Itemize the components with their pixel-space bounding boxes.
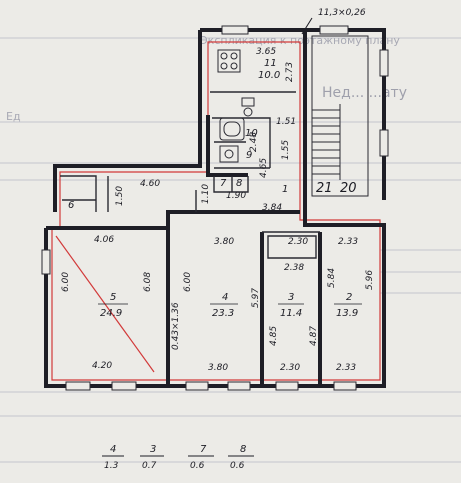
room-3-dim-lower-right: 4.87: [309, 326, 319, 346]
room-1-dim-length: 4.65: [259, 158, 269, 178]
room-1-dim-small: 1.10: [201, 184, 211, 204]
room-4-number: 4: [222, 292, 228, 303]
room-6-dim-width: 1.50: [115, 186, 125, 206]
room-11-dim-width: 3.65: [256, 47, 276, 57]
room-3-dim-lower-left: 4.85: [269, 326, 279, 346]
room-2-dim-bottom: 2.33: [336, 363, 356, 373]
room-3-dim-top: 2.30: [288, 237, 308, 247]
room-5-dim-bottom: 4.20: [92, 361, 112, 371]
room-20-number: 20: [340, 181, 357, 196]
background-form-heading: Нед... ...ату: [322, 85, 407, 101]
room-4-dim-left: 6.00: [183, 272, 193, 292]
toilet-icon: [241, 97, 255, 117]
partitions: [60, 91, 320, 259]
legend-7-area: 0.6: [190, 461, 205, 471]
room-2-number: 2: [346, 292, 352, 303]
room-3-dim-bottom: 2.30: [280, 363, 300, 373]
legend-8-room: 8: [240, 444, 246, 455]
room-4-dim-top: 3.80: [214, 237, 234, 247]
room-4-area: 23.3: [212, 308, 234, 319]
room-5-dim-top: 4.06: [94, 235, 114, 245]
windows: [41, 25, 389, 391]
room-5-dim-left: 6.00: [61, 272, 71, 292]
header-stamp: 11,3×0,26: [318, 8, 366, 18]
room-1-number: 1: [282, 184, 288, 195]
room-10-dim-b: 2.48: [249, 132, 259, 152]
room-21-number: 21: [316, 181, 333, 196]
room-11-dim-depth: 2.73: [285, 62, 295, 82]
room-2-dim-left: 5.84: [327, 268, 337, 288]
room-2-dim-top: 2.33: [338, 237, 358, 247]
room-11-number: 11: [264, 58, 277, 69]
legend-8-area: 0.6: [230, 461, 245, 471]
room-6-dim-length: 4.60: [140, 179, 160, 189]
room-2-area: 13.9: [336, 308, 358, 319]
bathtub-icon: [219, 117, 245, 141]
legend-3-area: 0.7: [142, 461, 157, 471]
legend-4-room: 4: [110, 444, 116, 455]
stove-icon: [217, 49, 241, 73]
room-5-area: 24.9: [100, 308, 122, 319]
legend-3-room: 3: [150, 444, 156, 455]
room-3-number: 3: [288, 292, 294, 303]
room-7-number: 7: [220, 178, 227, 189]
background-form-label: Ед: [6, 110, 21, 123]
sink-icon: [219, 145, 239, 163]
apartment-boundary: [51, 41, 381, 381]
stairwell: [311, 35, 369, 197]
background-form-title: Экспликация к поэтажному плану: [200, 34, 400, 47]
room-5-dim-right: 6.08: [143, 272, 153, 292]
room-4-dim-bottom: 3.80: [208, 363, 228, 373]
room-11-area: 10.0: [258, 70, 280, 81]
room-6-number: 6: [68, 200, 74, 211]
legend-4-area: 1.3: [104, 461, 119, 471]
room-3-area: 11.4: [280, 308, 302, 319]
room-1-dim-width: 3.84: [262, 203, 282, 213]
room-3-dim-inner: 2.38: [284, 263, 304, 273]
auxiliary-areas-legend: 4 1.3 3 0.7 7 0.6 8 0.6: [102, 444, 254, 471]
room-10-dim-c: 1.55: [281, 140, 291, 160]
room-9-number: 9: [246, 150, 252, 161]
room-3-dim-left: 5.97: [251, 288, 261, 308]
room-7-dim: 1.90: [226, 191, 246, 201]
room-10-number: 10: [245, 128, 258, 139]
room-2-dim-right: 5.96: [365, 270, 375, 290]
room-8-number: 8: [236, 178, 242, 189]
room-10-dim-a: 1.51: [276, 117, 296, 127]
legend-7-room: 7: [200, 444, 207, 455]
room-5-number: 5: [110, 292, 116, 303]
room-4-dim-niche: 0.43×1.36: [171, 302, 181, 350]
walls: [44, 28, 386, 388]
